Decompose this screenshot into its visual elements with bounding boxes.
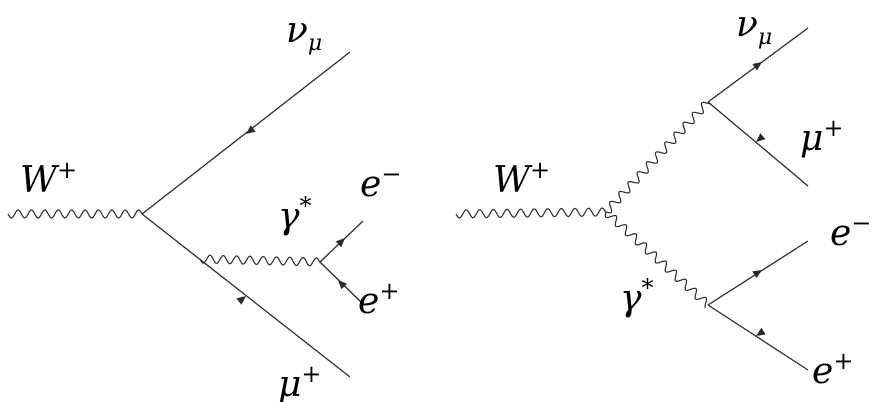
label-antimuon: μ+ [278, 360, 322, 402]
neutrino-line [141, 51, 351, 215]
electron-arrow [335, 238, 345, 248]
label-neutrino: νμ [736, 4, 772, 50]
w-boson-internal-propagator [605, 101, 711, 214]
label-photon: γ* [620, 274, 654, 319]
antimuon-line [141, 213, 351, 378]
antimuon-line [707, 101, 809, 187]
photon-propagator [604, 211, 708, 309]
diagram-right: W+ νμ μ+ e− γ* e+ [455, 4, 871, 392]
w-boson-propagator [7, 209, 143, 219]
label-antimuon: μ+ [800, 114, 844, 159]
diagram-left: W+ νμ γ* e− e+ μ+ [7, 10, 401, 402]
photon-propagator [199, 254, 321, 267]
w-boson-propagator [455, 207, 607, 219]
label-positron: e+ [812, 347, 853, 392]
neutrino-arrow [246, 125, 256, 134]
neutrino-arrow [752, 62, 762, 71]
positron-arrow [338, 280, 348, 290]
label-photon: γ* [278, 192, 312, 237]
label-w-boson: W+ [493, 156, 550, 201]
positron-line [707, 304, 809, 371]
positron-arrow [756, 327, 766, 336]
antimuon-arrow [756, 133, 766, 142]
antimuon-arrow [236, 296, 246, 305]
label-electron: e− [830, 209, 871, 254]
label-w-boson: W+ [20, 156, 77, 201]
label-neutrino: νμ [286, 10, 322, 56]
label-electron: e− [360, 160, 401, 205]
electron-arrow [752, 270, 762, 279]
label-positron: e+ [358, 277, 399, 322]
